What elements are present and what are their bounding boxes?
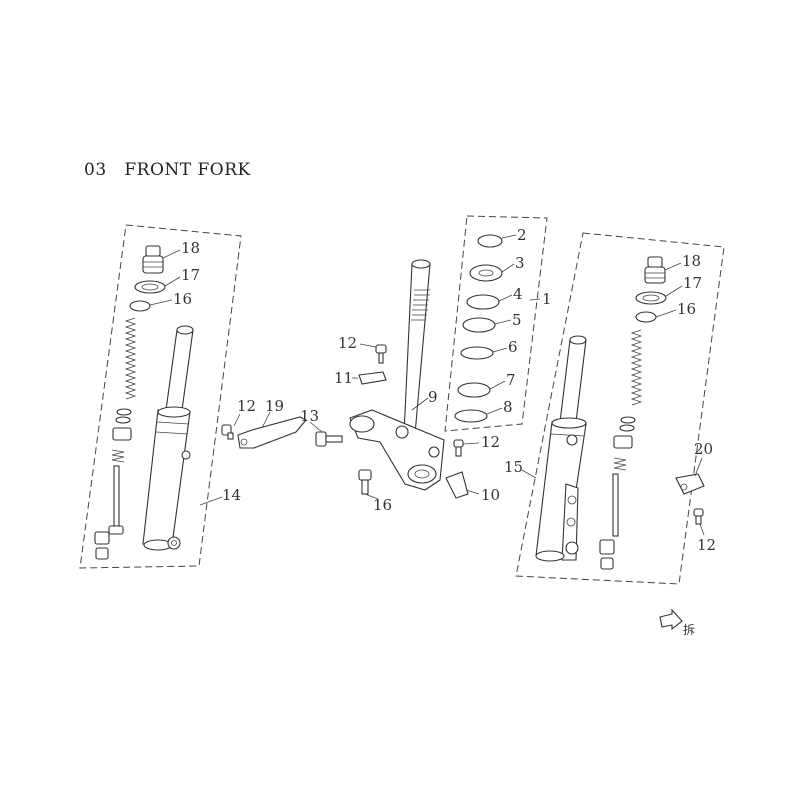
right-cap-bolt (644, 256, 666, 284)
left-washer (115, 416, 131, 424)
callout-label: 18 (181, 239, 200, 257)
left-o-ring (129, 300, 151, 312)
right-inner-tube (559, 335, 587, 423)
upper-bearing-race (462, 317, 496, 333)
callout-label: 16 (373, 496, 392, 514)
right-bottom-piece (600, 557, 614, 570)
left-bottom-piece (95, 547, 109, 560)
callout-labels: 18 17 16 14 12 19 13 11 12 16 9 2 3 4 5 … (173, 226, 716, 554)
adjusting-nut (469, 264, 503, 282)
callout-label: 16 (173, 290, 192, 308)
cable-clip (358, 371, 387, 385)
left-inner-tube (165, 325, 194, 411)
right-washer (620, 416, 636, 424)
dust-seal (460, 346, 494, 360)
callout-label: 11 (334, 369, 353, 387)
bolt-13 (315, 431, 343, 447)
lower-bearing-race (454, 409, 488, 423)
right-outer-slider (535, 417, 587, 562)
callout-label: 17 (181, 266, 200, 284)
left-rebound-spring (111, 449, 125, 463)
callout-label: 9 (428, 388, 438, 406)
callout-label: 6 (508, 338, 518, 356)
right-rebound-spring (613, 457, 627, 471)
callout-label: 3 (515, 254, 525, 272)
top-nut (477, 234, 503, 248)
left-damper-rod (113, 465, 120, 527)
axle-clamp (675, 473, 705, 495)
callout-label: 5 (512, 311, 522, 329)
right-oil-seal (635, 291, 667, 305)
left-outer-slider (142, 406, 191, 551)
steering-stem-group (221, 259, 469, 499)
callout-label: 1 (542, 290, 552, 308)
direction-arrow-icon (659, 608, 683, 631)
callout-label: 20 (694, 440, 713, 458)
callout-label: 15 (504, 458, 523, 476)
hose-guide-bolt (221, 424, 234, 440)
left-fork-spring (124, 317, 137, 400)
callout-label: 14 (222, 486, 241, 504)
right-washer (619, 424, 635, 432)
callout-label: 12 (481, 433, 500, 451)
right-damper-piece (613, 435, 633, 449)
callout-label: 16 (677, 300, 696, 318)
steering-stem-tube (403, 259, 431, 435)
callout-label: 10 (481, 486, 500, 504)
right-fork-group (515, 232, 725, 585)
callout-label: 12 (237, 397, 256, 415)
left-cap-bolt (142, 245, 164, 274)
callout-label: 18 (682, 252, 701, 270)
left-oil-seal (134, 280, 166, 294)
upper-bearing-cone (466, 294, 500, 310)
stem-pinch-bolt (358, 469, 372, 495)
callout-label: 13 (300, 407, 319, 425)
right-fork-spring (630, 329, 643, 406)
axle-clamp-bolt (693, 508, 704, 525)
lower-bearing (457, 382, 491, 398)
diagram-title: 03 FRONT FORK (84, 160, 251, 180)
right-damper-rod (612, 473, 619, 537)
callout-label: 19 (265, 397, 284, 415)
hose-guide (237, 416, 307, 449)
left-bottom-piece (94, 531, 110, 545)
right-bottom-piece (599, 539, 615, 555)
left-damper-piece (112, 427, 132, 441)
callout-label: 2 (517, 226, 527, 244)
callout-label: 12 (338, 334, 357, 352)
stem-bolt-upper (375, 344, 387, 364)
leader-lines (149, 234, 705, 536)
bearing-kit-frame (444, 215, 548, 432)
left-rod-piece (108, 525, 124, 535)
right-o-ring (635, 311, 657, 323)
callout-label: 17 (683, 274, 702, 292)
left-washer (116, 408, 132, 416)
callout-label: 7 (506, 371, 516, 389)
lower-triple-clamp (349, 409, 445, 491)
bearing-kit-group (444, 215, 548, 432)
right-fork-frame (515, 232, 725, 585)
callout-label: 12 (697, 536, 716, 554)
left-fork-frame (79, 224, 242, 569)
left-fork-group (79, 224, 242, 569)
callout-label: 8 (503, 398, 513, 416)
hose-bracket (445, 471, 469, 499)
callout-label: 4 (513, 285, 523, 303)
stem-bolt-right (453, 439, 464, 457)
direction-mark-text: 拆 (683, 622, 695, 637)
